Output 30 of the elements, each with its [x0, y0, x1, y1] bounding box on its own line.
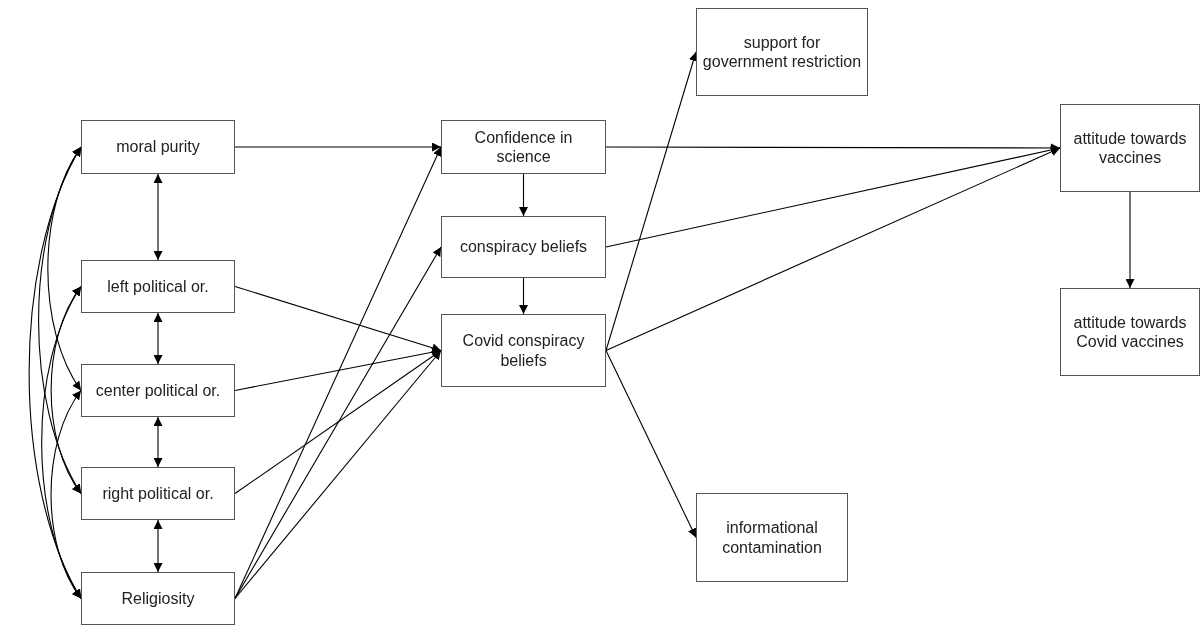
- arrow: [234, 142, 442, 152]
- variable-box: center political or.: [81, 364, 235, 417]
- arrow: [153, 173, 163, 261]
- arrow: [605, 349, 697, 539]
- variable-box: conspiracy beliefs: [441, 216, 606, 278]
- variable-box: informational contamination: [696, 493, 848, 582]
- arrow: [47, 146, 82, 392]
- arrow: [519, 277, 528, 315]
- arrow: [605, 51, 698, 352]
- arrow: [153, 312, 163, 365]
- variable-box: moral purity: [81, 120, 235, 174]
- arrow: [234, 146, 442, 600]
- arrow: [234, 349, 442, 600]
- variable-box: Religiosity: [81, 572, 235, 625]
- arrow: [234, 285, 442, 353]
- arrow: [519, 173, 528, 217]
- variable-box: attitude towards Covid vaccines: [1060, 288, 1200, 376]
- variable-box: left political or.: [81, 260, 235, 313]
- arrow: [153, 416, 163, 468]
- variable-box: right political or.: [81, 467, 235, 520]
- variable-box: Confidence in science: [441, 120, 606, 174]
- arrow: [234, 347, 442, 392]
- arrow: [605, 145, 1061, 248]
- variable-box: Covid conspiracy beliefs: [441, 314, 606, 387]
- arrow: [605, 147, 1061, 352]
- arrow: [153, 519, 163, 573]
- variable-box: attitude towards vaccines: [1060, 104, 1200, 192]
- arrow: [1125, 191, 1135, 289]
- variable-box: support for government restriction: [696, 8, 868, 96]
- arrow: [50, 389, 82, 600]
